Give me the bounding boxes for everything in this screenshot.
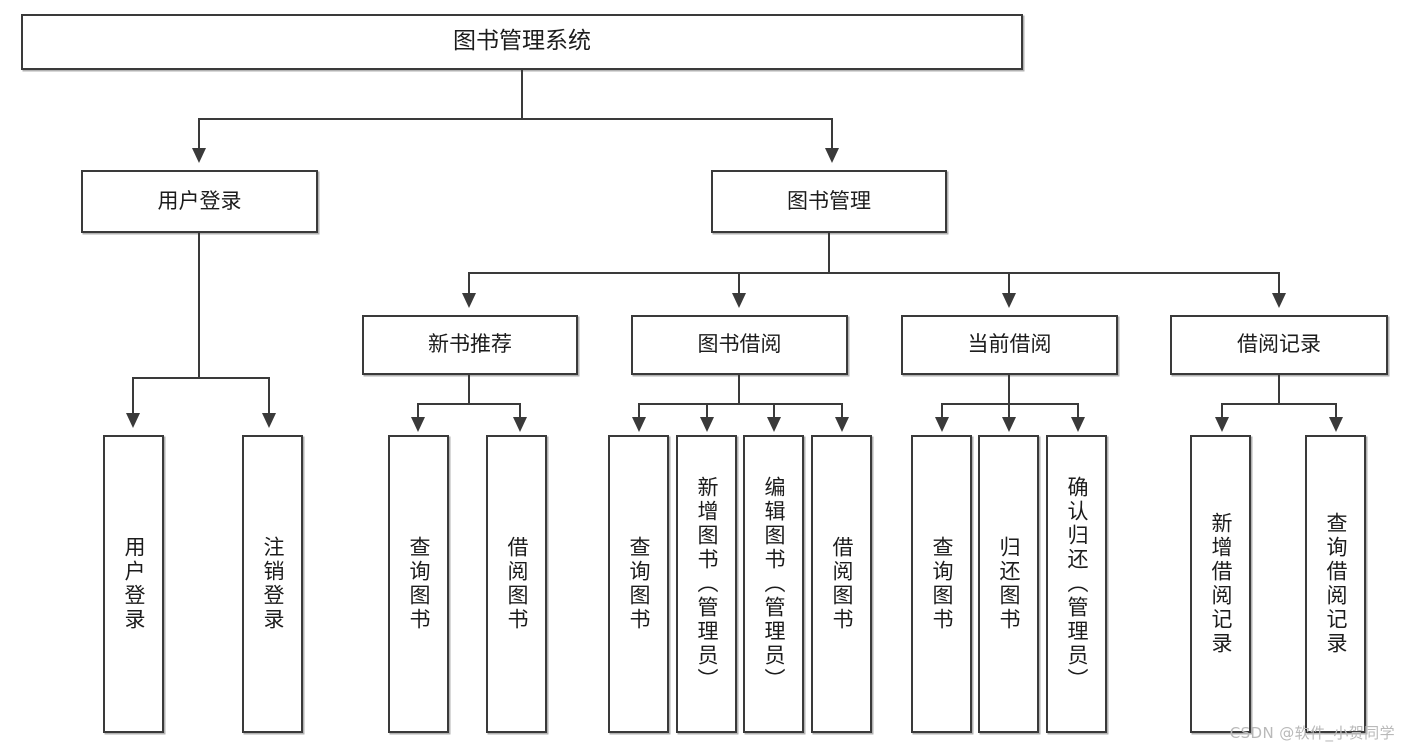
connector-root-to-book-manage [831, 118, 833, 150]
connector-book-manage-to-borrow-record [1278, 272, 1280, 295]
node-new-book-recommend[interactable]: 新书推荐 [362, 315, 578, 375]
arrow-root-to-book-manage [825, 148, 839, 163]
node-label: 图书管理 [787, 188, 871, 213]
node-user-login[interactable]: 用户登录 [81, 170, 318, 233]
node-book-borrow[interactable]: 图书借阅 [631, 315, 848, 375]
arrow-book-manage-to-current-borrow [1002, 293, 1016, 308]
arrow-book-manage-to-borrow-record [1272, 293, 1286, 308]
connector-user-login-to-leaf-1 [132, 377, 134, 415]
arrow-book-borrow-to-leaf-4 [835, 417, 849, 432]
connector-current-borrow-to-leaf-1 [941, 403, 943, 419]
connector-current-borrow-trunk [1008, 375, 1010, 405]
node-label: 新书推荐 [428, 332, 512, 357]
arrow-borrow-record-to-leaf-1 [1215, 417, 1229, 432]
connector-new-book-to-leaf-1 [417, 403, 419, 419]
connector-borrow-record-to-leaf-1 [1221, 403, 1223, 419]
node-label: 图书管理系统 [453, 28, 591, 55]
leaf-return-book[interactable]: 归还图书 [978, 435, 1039, 733]
arrow-book-manage-to-new-book [462, 293, 476, 308]
leaf-query-borrow-record[interactable]: 查询借阅记录 [1305, 435, 1366, 733]
node-book-manage[interactable]: 图书管理 [711, 170, 947, 233]
arrow-book-manage-to-book-borrow [732, 293, 746, 308]
connector-root-trunk [521, 70, 523, 119]
connector-borrow-record-to-leaf-2 [1335, 403, 1337, 419]
connector-borrow-record-bus [1221, 403, 1337, 405]
arrow-current-borrow-to-leaf-2 [1002, 417, 1016, 432]
connector-new-book-trunk [468, 375, 470, 405]
node-label: 查询图书 [407, 536, 431, 632]
connector-book-manage-to-current-borrow [1008, 272, 1010, 295]
connector-user-login-to-leaf-2 [268, 377, 270, 415]
node-root-system[interactable]: 图书管理系统 [21, 14, 1023, 70]
connector-book-manage-to-new-book [468, 272, 470, 295]
node-label: 查询图书 [930, 536, 954, 632]
leaf-logout[interactable]: 注销登录 [242, 435, 303, 733]
arrow-book-borrow-to-leaf-1 [632, 417, 646, 432]
arrow-user-login-to-leaf-1 [126, 413, 140, 428]
node-label: 当前借阅 [967, 332, 1052, 357]
arrow-new-book-to-leaf-2 [513, 417, 527, 432]
connector-root-to-user-login [198, 118, 200, 150]
connector-book-manage-to-book-borrow [738, 272, 740, 295]
connector-user-login-bus [132, 377, 268, 379]
node-label: 借阅图书 [505, 536, 529, 632]
connector-borrow-record-trunk [1278, 375, 1280, 405]
arrow-current-borrow-to-leaf-1 [935, 417, 949, 432]
node-label: 新增图书（管理员） [695, 476, 719, 692]
connector-book-borrow-trunk [738, 375, 740, 405]
node-label: 新增借阅记录 [1209, 512, 1233, 656]
watermark-text: CSDN @软件_小贺同学 [1229, 724, 1395, 742]
connector-book-manage-bus [468, 272, 1280, 274]
arrow-book-borrow-to-leaf-2 [700, 417, 714, 432]
connector-book-borrow-to-leaf-4 [841, 403, 843, 419]
connector-new-book-to-leaf-2 [519, 403, 521, 419]
connector-current-borrow-to-leaf-2 [1008, 403, 1010, 419]
node-label: 查询借阅记录 [1324, 512, 1348, 656]
leaf-user-login[interactable]: 用户登录 [103, 435, 164, 733]
connector-current-borrow-bus [941, 403, 1079, 405]
arrow-user-login-to-leaf-2 [262, 413, 276, 428]
leaf-borrow-book-new[interactable]: 借阅图书 [486, 435, 547, 733]
node-label: 归还图书 [997, 536, 1021, 632]
connector-current-borrow-to-leaf-3 [1077, 403, 1079, 419]
leaf-query-book-new[interactable]: 查询图书 [388, 435, 449, 733]
leaf-query-book-current[interactable]: 查询图书 [911, 435, 972, 733]
connector-book-borrow-to-leaf-2 [706, 403, 708, 419]
node-label: 借阅图书 [830, 536, 854, 632]
arrow-current-borrow-to-leaf-3 [1071, 417, 1085, 432]
node-label: 借阅记录 [1237, 332, 1321, 357]
node-label: 注销登录 [261, 536, 285, 632]
connector-user-login-trunk [198, 233, 200, 379]
node-label: 查询图书 [627, 536, 651, 632]
leaf-edit-book[interactable]: 编辑图书（管理员） [743, 435, 804, 733]
node-current-borrow[interactable]: 当前借阅 [901, 315, 1118, 375]
connector-book-borrow-to-leaf-1 [638, 403, 640, 419]
connector-root-bus [198, 118, 833, 120]
leaf-add-book[interactable]: 新增图书（管理员） [676, 435, 737, 733]
arrow-book-borrow-to-leaf-3 [767, 417, 781, 432]
node-label: 编辑图书（管理员） [762, 476, 786, 692]
node-label: 用户登录 [157, 188, 242, 213]
connector-book-manage-trunk [828, 233, 830, 274]
node-label: 确认归还（管理员） [1065, 476, 1089, 692]
arrow-borrow-record-to-leaf-2 [1329, 417, 1343, 432]
connector-book-borrow-bus [638, 403, 843, 405]
leaf-query-book-borrow[interactable]: 查询图书 [608, 435, 669, 733]
leaf-confirm-return[interactable]: 确认归还（管理员） [1046, 435, 1107, 733]
node-borrow-record[interactable]: 借阅记录 [1170, 315, 1388, 375]
arrow-new-book-to-leaf-1 [411, 417, 425, 432]
arrow-root-to-user-login [192, 148, 206, 163]
connector-book-borrow-to-leaf-3 [773, 403, 775, 419]
node-label: 图书借阅 [697, 332, 782, 357]
connector-new-book-bus [417, 403, 519, 405]
node-label: 用户登录 [122, 536, 146, 632]
leaf-borrow-book-borrow[interactable]: 借阅图书 [811, 435, 872, 733]
leaf-add-borrow-record[interactable]: 新增借阅记录 [1190, 435, 1251, 733]
